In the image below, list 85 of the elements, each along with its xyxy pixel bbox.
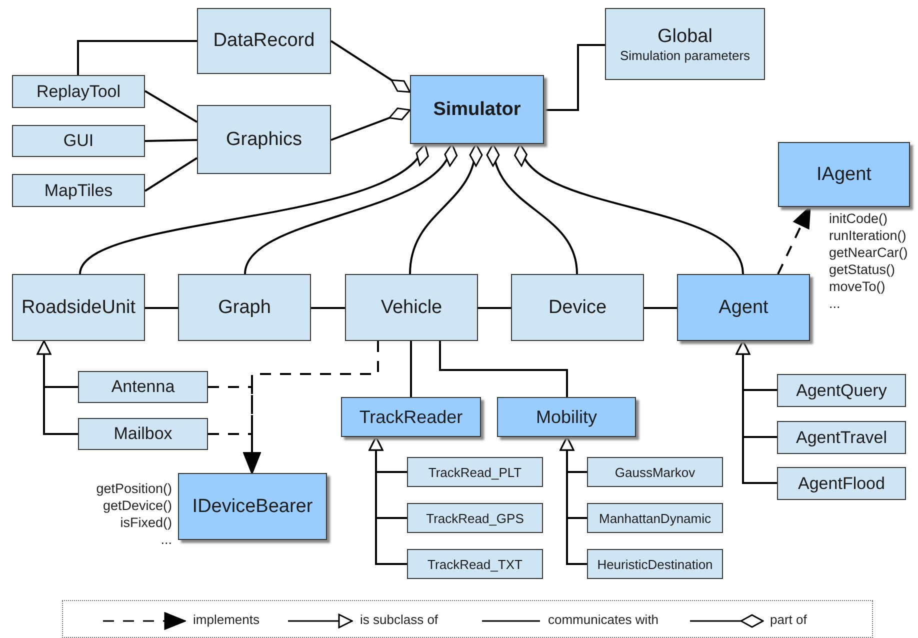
class-name: RoadsideUnit [21, 296, 136, 318]
association-line [144, 157, 198, 192]
association-line [77, 40, 197, 75]
class-name: GaussMarkov [614, 464, 696, 480]
legend-label: is subclass of [360, 612, 438, 627]
class-name: TrackRead_PLT [428, 464, 522, 480]
class-name: Device [548, 296, 607, 318]
class-name: IAgent [816, 164, 872, 186]
class-name: Graphics [226, 128, 302, 150]
class-box [197, 8, 331, 74]
method-list: getPosition() getDevice() isFixed() ... [70, 480, 172, 548]
association-line [439, 341, 568, 397]
aggregation-connector [244, 143, 455, 274]
class-box [341, 397, 481, 437]
class-box [777, 467, 906, 500]
association-line [478, 307, 511, 309]
aggregation-connector [330, 108, 411, 141]
inheritance-arrow [368, 436, 407, 565]
class-description: Simulation parameters [620, 48, 750, 62]
class-name: ReplayTool [36, 82, 121, 102]
class-box [407, 503, 543, 533]
class-box [497, 397, 636, 437]
class-name: Global [658, 26, 712, 48]
class-box [587, 457, 723, 487]
class-box [677, 274, 810, 341]
class-box [12, 274, 145, 341]
class-box [178, 274, 311, 341]
class-name: Graph [218, 296, 271, 318]
legend-label: implements [193, 612, 260, 627]
class-name: IDeviceBearer [192, 496, 313, 518]
aggregation-connector [487, 143, 578, 274]
aggregation-connector [330, 40, 411, 93]
class-name: AgentTravel [796, 428, 888, 448]
class-box [777, 374, 906, 407]
class-box [12, 75, 145, 108]
aggregation-connector [409, 143, 482, 274]
class-box [12, 125, 145, 157]
association-line [145, 307, 178, 309]
class-name: Antenna [111, 377, 175, 397]
class-name: GUI [63, 131, 94, 151]
class-name: TrackReader [359, 406, 463, 428]
class-box [587, 503, 723, 533]
class-box [407, 549, 543, 579]
association-line [644, 307, 677, 309]
class-box [778, 142, 910, 207]
class-name: Agent [718, 296, 768, 318]
class-box [78, 371, 208, 403]
association-line [544, 44, 605, 111]
legend-label: communicates with [548, 612, 659, 627]
class-name: AgentFlood [798, 474, 885, 494]
class-box [407, 457, 543, 487]
method-list: initCode() runIteration() getNearCar() getStatus() moveTo() ... [829, 210, 918, 312]
class-box [197, 105, 331, 174]
class-box [178, 473, 327, 540]
class-name: Mobility [536, 406, 597, 428]
inheritance-arrow [560, 436, 587, 565]
association-line [144, 139, 198, 142]
class-box [410, 75, 544, 144]
class-name: TrackRead_GPS [426, 510, 524, 526]
class-box [777, 421, 906, 454]
inheritance-arrow [36, 340, 78, 435]
class-box [587, 549, 723, 579]
implementation-arrow [208, 433, 261, 474]
class-name: ManhattanDynamic [599, 510, 711, 526]
class-box [605, 8, 765, 80]
class-name: AgentQuery [796, 380, 887, 400]
class-box [12, 174, 145, 207]
class-name: Mailbox [114, 424, 172, 444]
aggregation-connector [79, 143, 426, 274]
class-box [78, 418, 208, 450]
class-box [345, 274, 478, 341]
class-name: MapTiles [44, 180, 113, 200]
class-name: DataRecord [213, 30, 315, 52]
implementation-arrow [777, 206, 811, 274]
class-box [511, 274, 644, 341]
association-line [311, 307, 345, 309]
association-line [144, 90, 198, 123]
class-name: HeuristicDestination [597, 556, 713, 572]
inheritance-arrow [736, 340, 777, 484]
class-name: Simulator [433, 98, 521, 120]
aggregation-connector [517, 143, 744, 274]
legend-label: part of [770, 612, 807, 627]
class-name: TrackRead_TXT [428, 556, 522, 572]
class-name: Vehicle [380, 296, 442, 318]
association-line [410, 341, 412, 397]
